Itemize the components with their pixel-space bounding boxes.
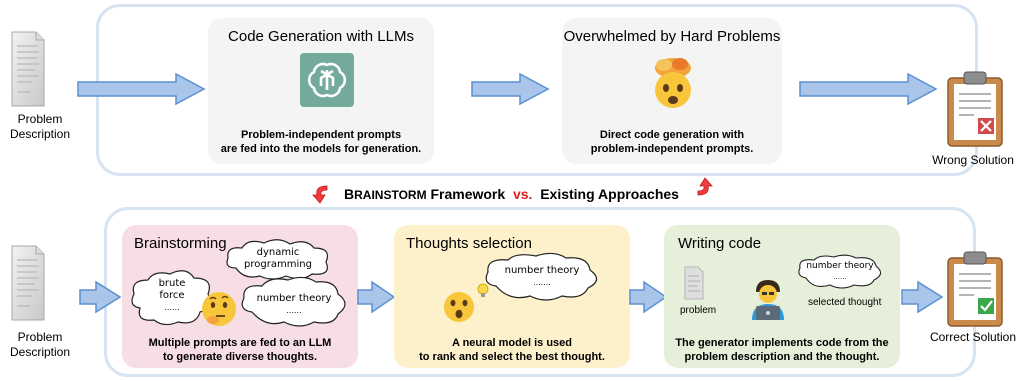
thought-number-theory: number theory ...... — [256, 293, 332, 315]
code-generation-title: Code Generation with LLMs — [228, 28, 414, 45]
overwhelmed-caption: Direct code generation with problem-inde… — [590, 129, 754, 155]
writing-thought-cloud-text: number theory ...... — [806, 261, 874, 281]
arrow-right-icon — [357, 280, 396, 314]
overwhelmed-title: Overwhelmed by Hard Problems — [563, 28, 781, 45]
thought-cloud — [131, 270, 212, 326]
arrow-right-icon — [471, 72, 550, 106]
clipboard-cross-icon — [947, 71, 1003, 147]
selected-thought-label: selected thought — [808, 297, 882, 308]
clipboard-check-icon — [947, 251, 1003, 327]
thoughts-selection-title: Thoughts selection — [406, 235, 532, 252]
thought-brute-force: brute force ...... — [158, 278, 186, 312]
thoughts-selection-caption: A neural model is used to rank and selec… — [419, 337, 605, 363]
arrow-right-icon — [901, 280, 944, 314]
brainstorming-title: Brainstorming — [134, 235, 227, 252]
thought-cloud — [241, 276, 346, 327]
thought-cloud — [485, 252, 598, 301]
document-icon — [11, 31, 45, 107]
problem-description-label: Problem Description — [9, 330, 71, 359]
thought-dynamic-programming: dynamic programming — [244, 247, 312, 270]
arrow-right-icon — [629, 280, 668, 314]
thinking-face-emoji — [202, 292, 236, 326]
writing-code-caption: The generator implements code from the p… — [675, 337, 889, 363]
writing-code-title: Writing code — [678, 235, 762, 252]
document-icon — [684, 266, 704, 300]
document-icon — [11, 245, 45, 321]
code-generation-caption: Problem-independent prompts are fed into… — [220, 129, 422, 155]
selected-thought-cloud-text: number theory ....... — [504, 265, 580, 287]
programmer-emoji — [752, 280, 784, 320]
thought-cloud — [798, 254, 882, 289]
arrow-right-icon — [799, 72, 938, 106]
arrow-right-icon — [79, 280, 122, 314]
brainstorming-caption: Multiple prompts are fed to an LLM to ge… — [148, 337, 332, 363]
lightbulb-icon — [477, 283, 489, 297]
surprised-face-emoji — [444, 292, 474, 322]
correct-solution-label: Correct Solution — [929, 330, 1017, 344]
framework-comparison-label: BRAINSTORM Framework vs. Existing Approa… — [344, 186, 679, 202]
problem-label: problem — [680, 305, 717, 316]
openai-logo-icon — [300, 53, 354, 107]
arrow-right-icon — [77, 72, 206, 106]
wrong-solution-label: Wrong Solution — [932, 153, 1014, 167]
exploding-head-emoji — [655, 58, 691, 108]
problem-description-label: Problem Description — [9, 112, 71, 141]
curved-arrow-up-icon — [697, 177, 713, 196]
curved-arrow-down-icon — [312, 185, 328, 204]
